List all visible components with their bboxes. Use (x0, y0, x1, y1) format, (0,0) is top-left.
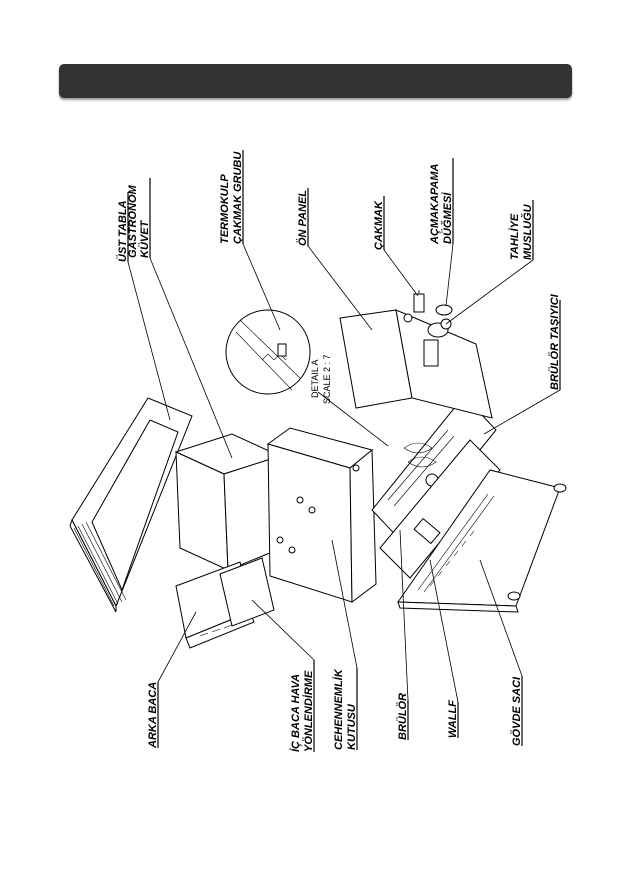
svg-text:MUSLUĞU: MUSLUĞU (521, 203, 534, 260)
label-cakmak: ÇAKMAK (373, 196, 385, 250)
svg-text:YÖNLENDİRME: YÖNLENDİRME (302, 670, 315, 752)
label-termokulp-cakmak-grubu: TERMOKULP ÇAKMAK GRUBU (219, 150, 244, 244)
part-on-panel (340, 310, 492, 418)
svg-text:KUTUSU: KUTUSU (346, 703, 358, 750)
svg-text:TERMOKULP: TERMOKULP (219, 174, 231, 244)
part-cehennemlik-kutusu (268, 428, 376, 602)
svg-text:KÜVET: KÜVET (138, 219, 151, 258)
label-brulor: BRÜLÖR (396, 693, 409, 740)
svg-text:BRÜLÖR TAŞIYICI: BRÜLÖR TAŞIYICI (548, 293, 561, 390)
svg-text:TAHLİYE: TAHLİYE (508, 213, 521, 260)
detail-a-callout: DETAIL A SCALE 2 : 7 (226, 310, 332, 404)
svg-text:ÇAKMAK GRUBU: ÇAKMAK GRUBU (232, 151, 244, 244)
label-ic-baca-hava-yonlendirme: İÇ BACA HAVA YÖNLENDİRME (289, 660, 315, 752)
label-govde-saci: GÖVDE SACI (510, 676, 523, 746)
svg-text:CEHENNEMLİK: CEHENNEMLİK (332, 668, 345, 750)
label-tahliye-muslugu: TAHLİYE MUSLUĞU (508, 200, 534, 260)
label-gastronom-kuvet: GASTRONOM KÜVET (127, 178, 151, 258)
part-gastronom-kuvet (176, 434, 282, 570)
svg-text:GÖVDE SACI: GÖVDE SACI (510, 676, 523, 746)
svg-text:İÇ BACA HAVA: İÇ BACA HAVA (289, 674, 302, 752)
svg-text:ÇAKMAK: ÇAKMAK (373, 200, 385, 250)
label-cehennemlik-kutusu: CEHENNEMLİK KUTUSU (332, 668, 358, 750)
part-cakmak (414, 290, 424, 312)
label-brulor-tasiyici: BRÜLÖR TAŞIYICI (548, 293, 561, 390)
svg-text:ÖN PANEL: ÖN PANEL (296, 190, 309, 246)
svg-text:AÇMAKAPAMA: AÇMAKAPAMA (429, 163, 441, 245)
label-arka-baca: ARKA BACA (147, 682, 159, 749)
label-acmakapama-dugmesi: AÇMAKAPAMA DÜĞMESİ (429, 158, 454, 245)
svg-text:WALLF: WALLF (447, 700, 459, 738)
part-ust-tabla (70, 398, 192, 612)
svg-text:BRÜLÖR: BRÜLÖR (396, 693, 409, 740)
label-wallf: WALLF (447, 700, 459, 738)
label-on-panel: ÖN PANEL (296, 188, 309, 246)
svg-text:ARKA BACA: ARKA BACA (147, 682, 159, 749)
svg-text:GASTRONOM: GASTRONOM (127, 184, 139, 258)
svg-text:DÜĞMESİ: DÜĞMESİ (441, 192, 454, 244)
